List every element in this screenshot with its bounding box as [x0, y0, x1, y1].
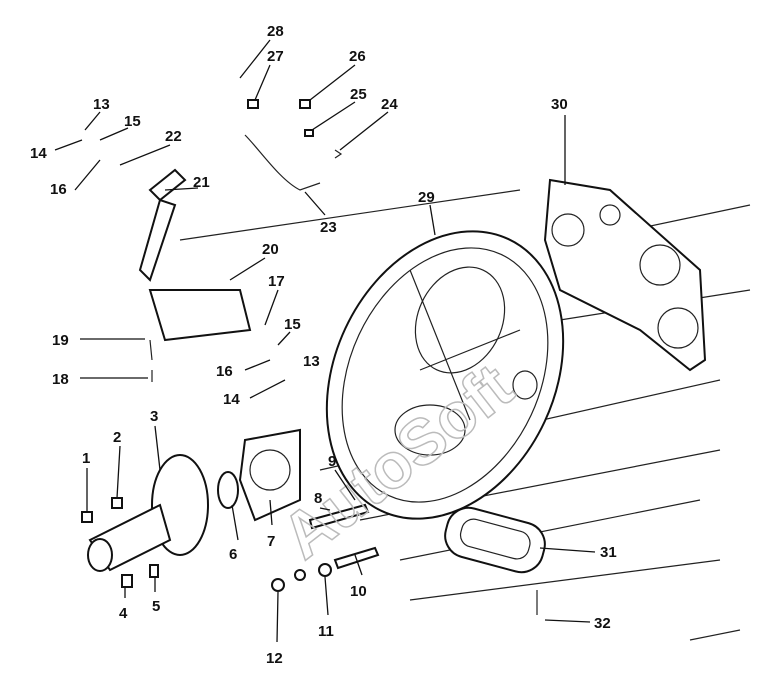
callout-23: 23	[320, 219, 337, 236]
callout-28: 28	[267, 23, 284, 40]
callout-27: 27	[267, 48, 284, 65]
callout-13b: 13	[303, 353, 320, 370]
input-shaft-flange	[87, 428, 301, 572]
callout-15b: 15	[284, 316, 301, 333]
callout-3: 3	[150, 408, 158, 425]
callout-8: 8	[314, 490, 322, 507]
callout-30: 30	[551, 96, 568, 113]
callout-17: 17	[268, 273, 285, 290]
callout-9: 9	[328, 453, 336, 470]
callout-24: 24	[381, 96, 398, 113]
shift-lever-assembly	[138, 134, 321, 382]
callout-10: 10	[350, 583, 367, 600]
transmission-body-outline	[179, 189, 751, 641]
callout-18: 18	[52, 371, 69, 388]
callout-21: 21	[193, 174, 210, 191]
callout-11: 11	[318, 623, 334, 640]
callout-4: 4	[119, 605, 128, 622]
callout-13: 13	[93, 96, 110, 113]
callout-20: 20	[262, 241, 279, 258]
callout-6: 6	[229, 546, 237, 563]
callout-5: 5	[152, 598, 160, 615]
callout-15: 15	[124, 113, 141, 130]
callout-1: 1	[82, 450, 90, 467]
callout-labels: 28 27 26 25 24 13 15 22 14 16 21 23 29 3…	[30, 23, 617, 667]
callout-7: 7	[267, 533, 275, 550]
callout-19: 19	[52, 332, 69, 349]
callout-14: 14	[30, 145, 47, 162]
callout-14b: 14	[223, 391, 240, 408]
gasket	[543, 178, 707, 372]
callout-32: 32	[594, 615, 611, 632]
callout-31: 31	[600, 544, 617, 561]
callout-25: 25	[350, 86, 367, 103]
callout-29: 29	[418, 189, 435, 206]
callout-16b: 16	[216, 363, 233, 380]
callout-26: 26	[349, 48, 366, 65]
inspection-cover	[444, 506, 546, 615]
bell-housing	[325, 230, 565, 520]
callout-16: 16	[50, 181, 67, 198]
callout-2: 2	[113, 429, 121, 446]
leader-lines	[54, 39, 596, 643]
callout-12: 12	[266, 650, 283, 667]
callout-22: 22	[165, 128, 182, 145]
